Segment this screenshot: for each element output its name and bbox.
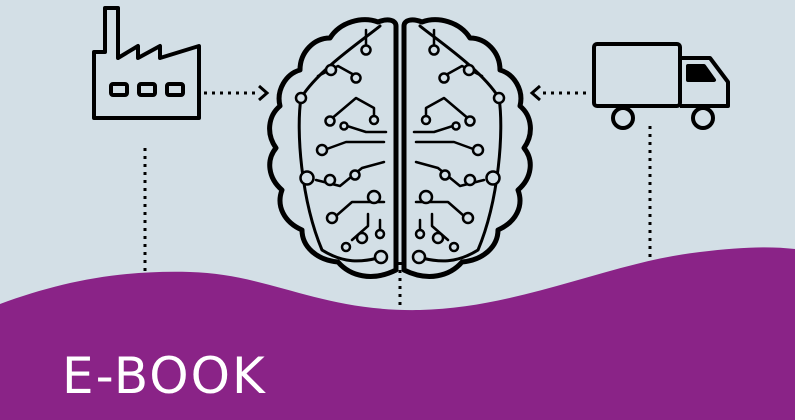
brain-circuit-icon — [267, 17, 533, 279]
ebook-label: E-BOOK — [62, 347, 267, 405]
arrow-left-icon — [529, 84, 541, 102]
factory-icon — [92, 6, 201, 120]
purple-wave — [0, 247, 795, 420]
delivery-truck-icon — [592, 42, 730, 130]
arrow-right-icon — [258, 84, 270, 102]
